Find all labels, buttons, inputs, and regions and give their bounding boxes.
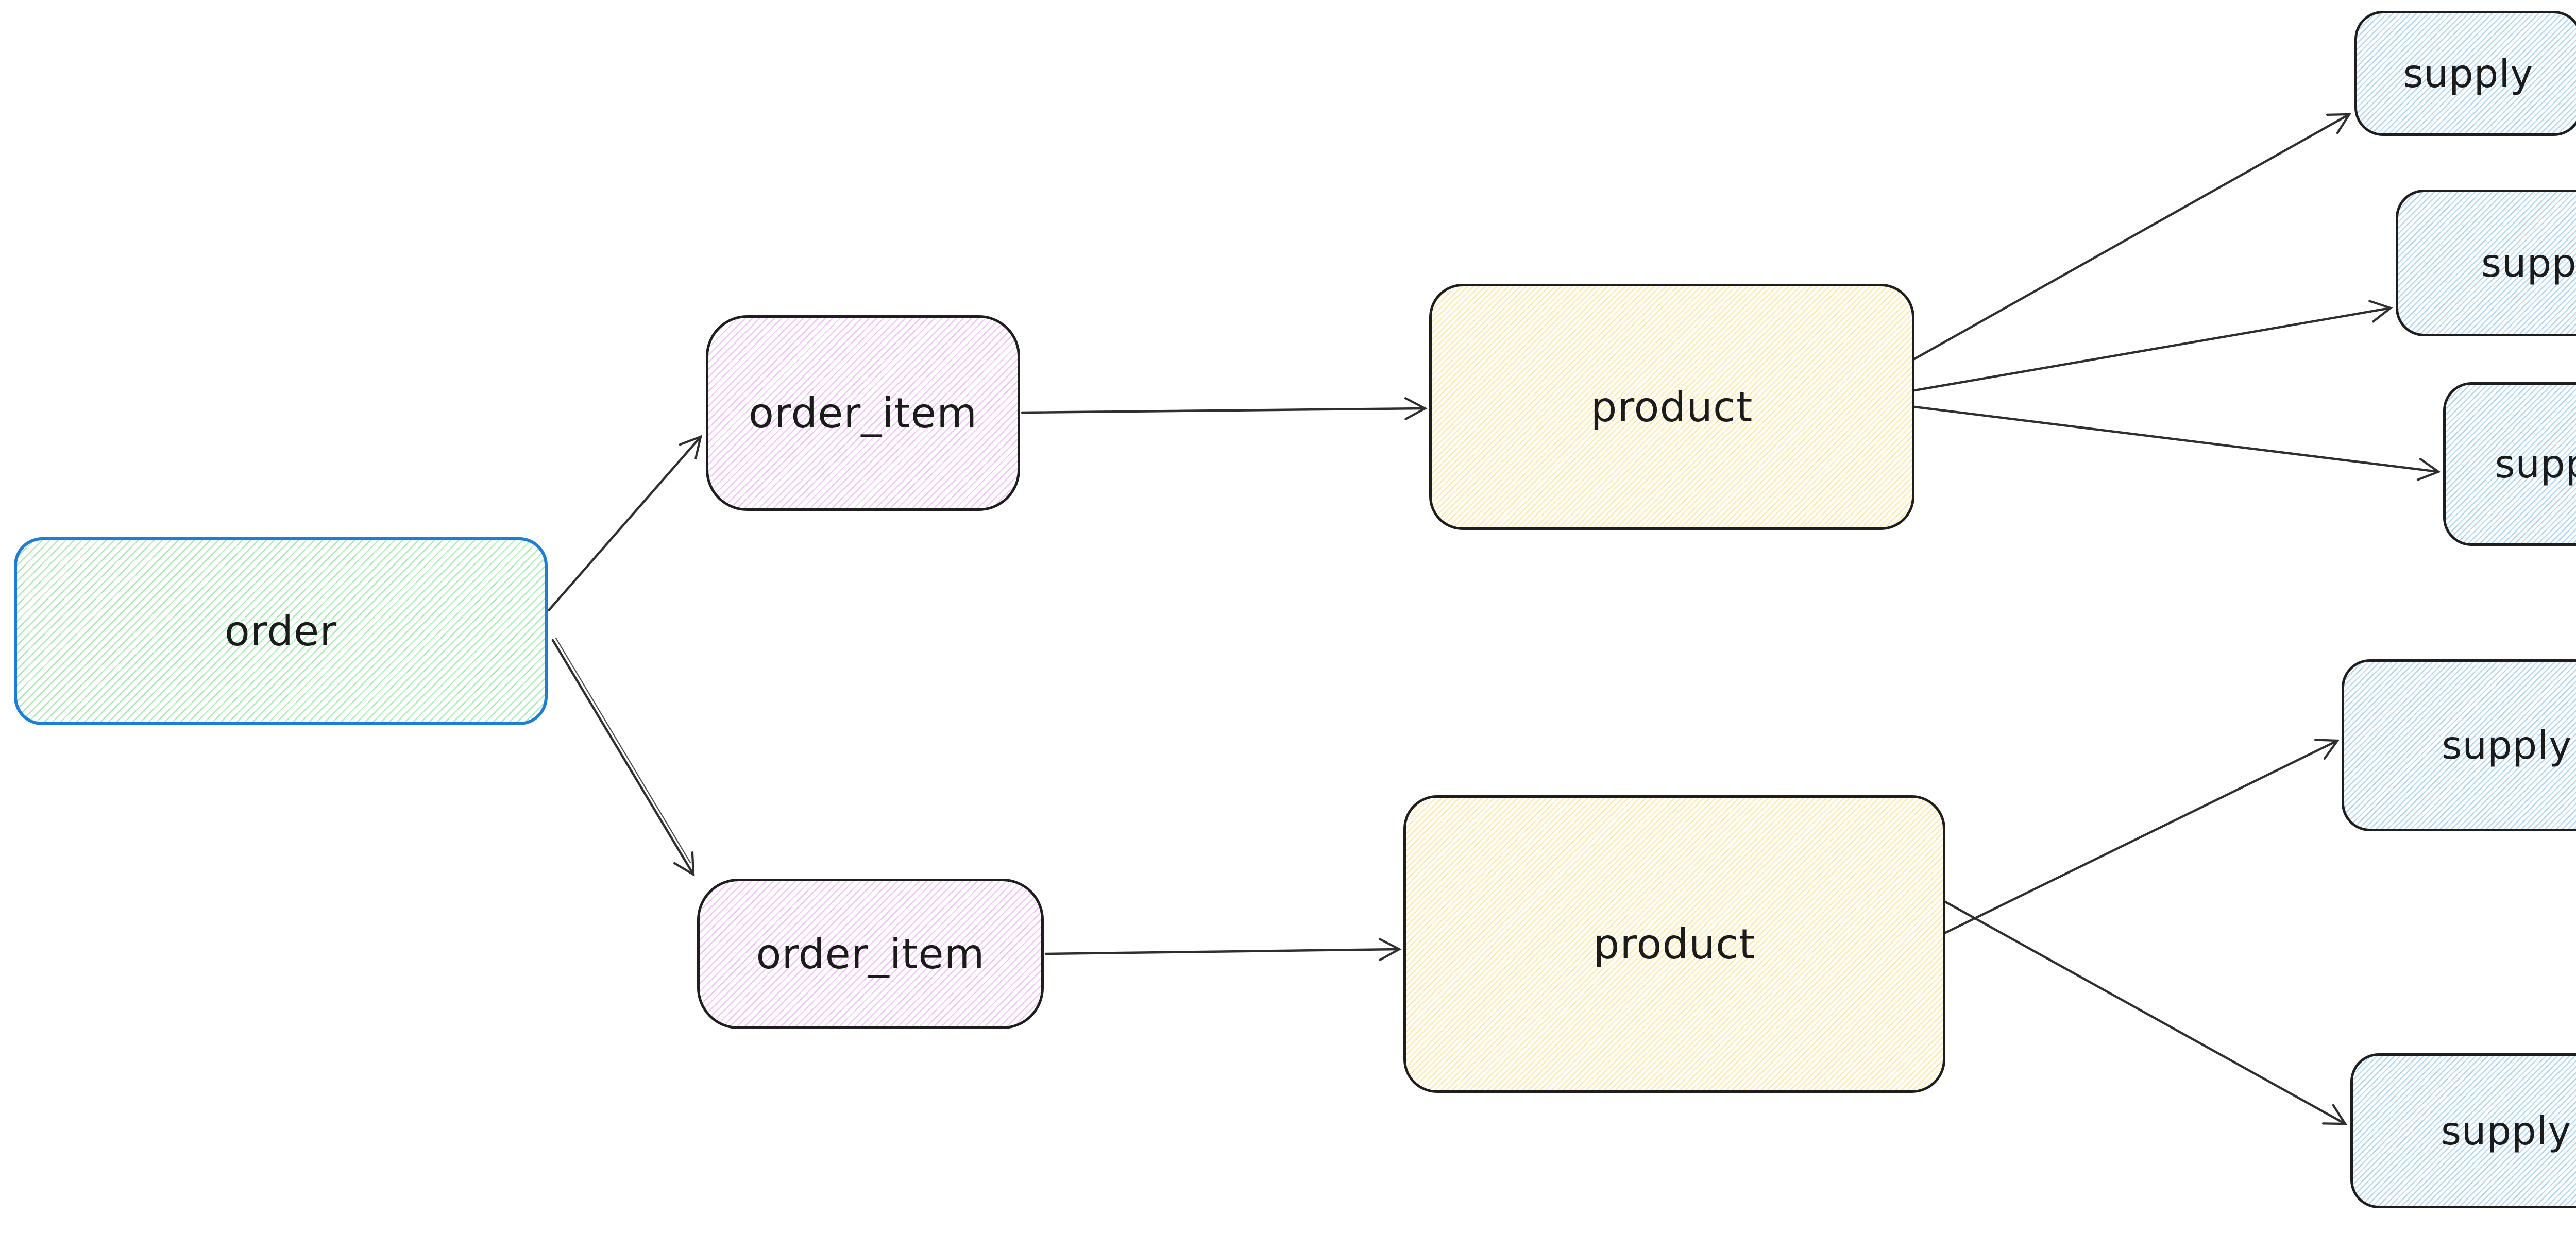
edge-product-2-to-supply-4[interactable] — [1943, 739, 2340, 935]
edge-product-1-to-supply-2[interactable] — [1913, 300, 2393, 392]
node-order-item-2[interactable]: order_item — [697, 879, 1044, 1029]
node-product-2[interactable]: product — [1403, 795, 1945, 1093]
node-supply-4[interactable]: supply — [2342, 659, 2576, 831]
node-product-1[interactable]: product — [1429, 284, 1914, 530]
node-order-item-1[interactable]: order_item — [706, 315, 1020, 511]
node-order[interactable]: order — [14, 537, 548, 725]
node-supply-1-label: supply — [2403, 50, 2534, 96]
edge-product-1-to-supply-1[interactable] — [1912, 113, 2351, 361]
node-supply-5[interactable]: supply — [2350, 1053, 2576, 1208]
node-supply-3-label: supply — [2495, 441, 2576, 487]
edge-order-to-order-item-2-sketch-stroke — [555, 637, 691, 864]
node-product-2-label: product — [1593, 920, 1756, 968]
edge-product-1-to-supply-3[interactable] — [1913, 405, 2441, 481]
edge-order-to-order-item-2[interactable] — [551, 639, 695, 877]
node-supply-5-label: supply — [2441, 1108, 2572, 1154]
node-supply-2-label: supply — [2481, 240, 2576, 286]
node-supply-3[interactable]: supply — [2443, 382, 2576, 546]
edge-order-item-1-to-product-1[interactable] — [1021, 397, 1428, 420]
node-order-item-2-label: order_item — [756, 930, 985, 978]
node-supply-4-label: supply — [2442, 723, 2572, 768]
edge-order-item-2-to-product-2[interactable] — [1044, 938, 1402, 961]
node-product-1-label: product — [1590, 383, 1753, 431]
edge-product-2-to-supply-5[interactable] — [1943, 900, 2347, 1125]
edge-order-to-order-item-1[interactable] — [547, 435, 703, 612]
node-supply-1[interactable]: supply — [2354, 11, 2576, 136]
node-order-item-1-label: order_item — [748, 389, 978, 437]
node-order-label: order — [224, 607, 337, 655]
node-supply-2[interactable]: supply — [2396, 190, 2576, 336]
